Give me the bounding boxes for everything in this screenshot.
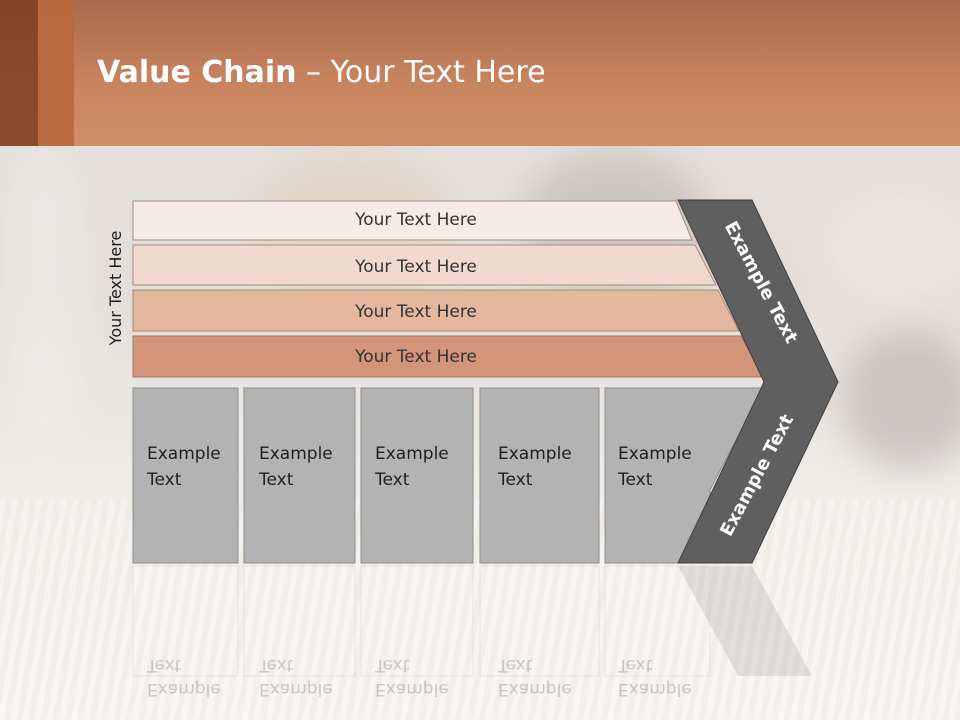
margin-chevron[interactable] xyxy=(677,199,839,564)
reflection-label: Example xyxy=(259,679,333,699)
activity-box-3-line1: Example xyxy=(375,444,449,464)
title-rest-part: – Your Text Here xyxy=(296,55,546,90)
background-photo-blob xyxy=(0,150,90,450)
reflection-label: Text xyxy=(497,655,533,675)
diagram-reflection xyxy=(132,565,812,677)
support-bar-4-label: Your Text Here xyxy=(354,347,477,367)
support-bar-3[interactable] xyxy=(132,289,740,332)
support-bar-1[interactable] xyxy=(132,200,693,241)
support-bar-1-label: Your Text Here xyxy=(354,210,477,230)
activity-box-5-line1: Example xyxy=(618,444,692,464)
background-photo-blob xyxy=(820,190,960,310)
reflection-label: Example xyxy=(147,679,221,699)
activity-box-2-line1: Example xyxy=(259,444,333,464)
support-bar-3-label: Your Text Here xyxy=(354,302,477,322)
title-banner: Value Chain – Your Text Here xyxy=(0,0,960,146)
activity-box-2-line2: Text xyxy=(258,470,294,490)
reflection-label: Text xyxy=(146,655,182,675)
reflection-label: Example xyxy=(375,679,449,699)
support-bar-2-label: Your Text Here xyxy=(354,257,477,277)
reflection-label: Text xyxy=(617,655,653,675)
slide-title[interactable]: Value Chain – Your Text Here xyxy=(97,55,546,90)
reflection-label: Example xyxy=(618,679,692,699)
reflection-label: Text xyxy=(258,655,294,675)
activity-box-3[interactable] xyxy=(360,387,474,564)
activity-box-4-line1: Example xyxy=(498,444,572,464)
support-bar-2[interactable] xyxy=(132,244,717,286)
activity-box-1-line1: Example xyxy=(147,444,221,464)
activity-box-2[interactable] xyxy=(243,387,356,564)
reflection-label: Text xyxy=(374,655,410,675)
banner-accent-dark xyxy=(0,0,38,146)
activity-box-4-line2: Text xyxy=(497,470,533,490)
activity-box-3-line2: Text xyxy=(374,470,410,490)
activity-box-5-line2: Text xyxy=(617,470,653,490)
side-axis-label[interactable]: Your Text Here xyxy=(106,231,125,347)
reflection-labels: Text Example Text Example Text Example T… xyxy=(146,655,692,699)
activity-box-1-line2: Text xyxy=(146,470,182,490)
activity-box-4[interactable] xyxy=(479,387,600,564)
title-bold-part: Value Chain xyxy=(97,55,297,90)
reflection-label: Example xyxy=(498,679,572,699)
activity-box-1[interactable] xyxy=(132,387,239,564)
banner-accent-mid xyxy=(38,0,74,146)
background-photo-blob xyxy=(840,330,960,470)
